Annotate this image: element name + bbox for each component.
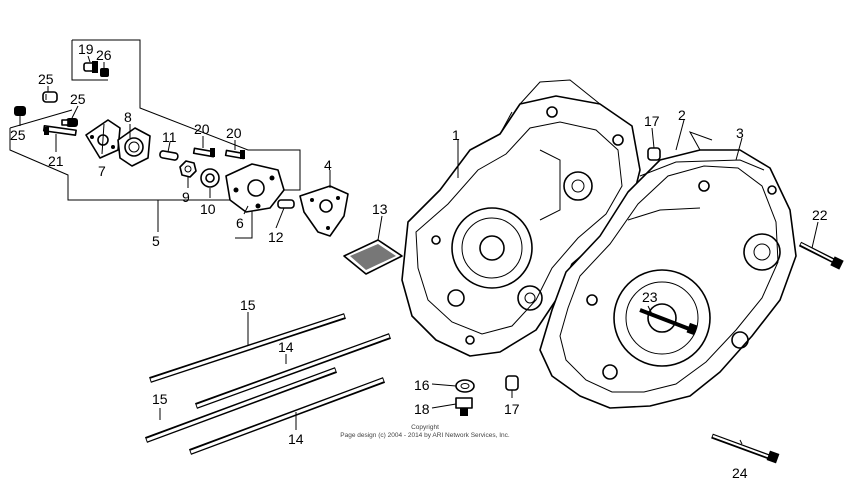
label-part-6: 6	[236, 215, 244, 231]
label-part-20-b: 20	[226, 125, 242, 141]
label-part-9: 9	[182, 189, 190, 205]
copyright-line-1: Copyright	[411, 424, 439, 431]
bolt-22	[798, 241, 844, 270]
pin-11	[159, 150, 179, 161]
label-part-14-upper: 14	[278, 339, 294, 355]
label-part-26: 26	[96, 47, 112, 63]
label-part-21: 21	[48, 153, 64, 169]
drain-bolt-18	[455, 397, 473, 416]
crankcase-right-2-3	[539, 131, 797, 409]
bolt-24	[711, 433, 780, 464]
pin-12	[277, 199, 295, 209]
gasket-8	[117, 127, 151, 167]
plug-25-top	[42, 91, 58, 103]
plug-25-mid	[61, 118, 78, 127]
label-part-17-top: 17	[644, 113, 660, 129]
cap-26	[100, 68, 109, 77]
plate-6	[225, 163, 285, 213]
bolt-19	[83, 61, 98, 73]
label-part-25-mid: 25	[70, 91, 86, 107]
label-part-8: 8	[124, 109, 132, 125]
stud-14-lower	[188, 377, 386, 455]
label-part-24: 24	[732, 465, 748, 481]
leader-lines	[19, 55, 819, 445]
dowel-17-top	[647, 147, 661, 161]
dowel-17-bottom	[505, 375, 519, 391]
bolt-23	[639, 308, 698, 336]
stud-14-upper	[194, 333, 392, 409]
label-part-15-upper: 15	[240, 297, 256, 313]
label-part-12: 12	[268, 229, 284, 245]
screen-13	[343, 239, 403, 275]
stud-15-lower	[144, 367, 338, 443]
label-part-14-lower: 14	[288, 431, 304, 447]
label-part-15-lower: 15	[152, 391, 168, 407]
bracket-4	[299, 185, 349, 237]
label-part-16: 16	[414, 377, 430, 393]
label-part-22: 22	[812, 207, 828, 223]
label-part-2: 2	[678, 107, 686, 123]
label-part-19: 19	[78, 41, 94, 57]
label-part-4: 4	[324, 157, 332, 173]
crankcase-left-1	[401, 79, 641, 357]
label-part-17-bottom: 17	[504, 401, 520, 417]
label-part-11: 11	[162, 129, 177, 145]
washer-16	[455, 379, 475, 393]
copyright-notice: Copyright Page design (c) 2004 - 2014 by…	[300, 424, 550, 440]
label-part-25-top: 25	[38, 71, 54, 87]
label-part-20-a: 20	[194, 121, 210, 137]
label-part-13: 13	[372, 201, 388, 217]
part-labels: 1 2 3 4 5 6 7 8 9 10 11 12 13 14 14 15 1…	[10, 41, 828, 481]
bolt-20-b	[224, 149, 246, 160]
plug-25-left	[14, 106, 26, 116]
bolt-20-a	[192, 147, 215, 158]
bolt-21	[42, 124, 77, 136]
label-part-7: 7	[98, 163, 106, 179]
copyright-line-2: Page design (c) 2004 - 2014 by ARI Netwo…	[340, 432, 510, 439]
label-part-25-left: 25	[10, 127, 26, 143]
label-part-1: 1	[452, 127, 460, 143]
label-part-10: 10	[200, 201, 216, 217]
label-part-18: 18	[414, 401, 430, 417]
label-part-3: 3	[736, 125, 744, 141]
label-part-23: 23	[642, 289, 658, 305]
stud-15-upper	[149, 313, 346, 383]
label-part-5: 5	[152, 233, 160, 249]
seal-10	[200, 168, 220, 188]
nut-9	[179, 160, 197, 178]
